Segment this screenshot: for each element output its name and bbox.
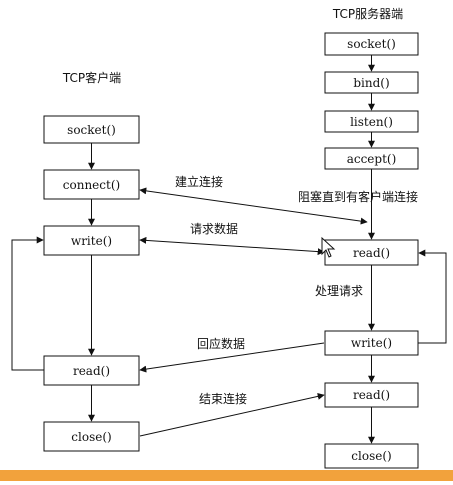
- arrow-request-data: [139, 236, 325, 256]
- arrow-establish-connection: [139, 187, 368, 225]
- server-box-bind: bind(): [324, 71, 419, 94]
- mouse-cursor-icon: [321, 236, 336, 258]
- server-box-accept-label: accept(): [347, 152, 397, 166]
- arrow-client-loop: [11, 236, 44, 371]
- client-box-close: close(): [43, 421, 140, 452]
- server-box-bind-label: bind(): [353, 76, 389, 90]
- label-block-until-client: 阻塞直到有客户端连接: [298, 189, 418, 204]
- server-box-accept: accept(): [324, 147, 419, 170]
- label-end-connection: 结束连接: [199, 391, 247, 406]
- client-box-close-label: close(): [71, 430, 111, 444]
- server-title: TCP服务器端: [332, 6, 403, 21]
- client-box-socket: socket(): [43, 115, 140, 144]
- arrow-server-loop: [418, 249, 447, 344]
- label-reply-data: 回应数据: [197, 336, 245, 351]
- server-box-listen-label: listen(): [350, 115, 393, 129]
- server-box-write-label: write(): [351, 336, 392, 350]
- arrow-reply-data: [139, 342, 325, 373]
- label-request-data: 请求数据: [190, 221, 238, 236]
- client-box-write: write(): [43, 225, 140, 256]
- server-box-read-close-label: read(): [353, 388, 390, 402]
- bottom-accent-bar: [0, 470, 453, 481]
- client-box-socket-label: socket(): [67, 123, 116, 137]
- label-establish-connection: 建立连接: [175, 174, 223, 189]
- server-box-read-request: read(): [324, 239, 419, 266]
- server-box-write: write(): [324, 330, 419, 356]
- arrow-end-connection: [139, 392, 325, 437]
- client-box-write-label: write(): [71, 234, 112, 248]
- server-box-listen: listen(): [324, 110, 419, 133]
- client-box-read-label: read(): [73, 364, 110, 378]
- server-box-close-label: close(): [351, 449, 391, 463]
- client-title: TCP客户端: [62, 70, 121, 85]
- client-box-read: read(): [43, 355, 140, 386]
- server-box-socket-label: socket(): [347, 37, 396, 51]
- server-box-read-request-label: read(): [353, 246, 390, 260]
- client-box-connect-label: connect(): [63, 178, 120, 192]
- client-box-connect: connect(): [43, 169, 140, 200]
- server-box-close: close(): [324, 443, 419, 469]
- server-box-read-close: read(): [324, 382, 419, 408]
- server-box-socket: socket(): [324, 32, 419, 56]
- label-process-request: 处理请求: [315, 284, 363, 298]
